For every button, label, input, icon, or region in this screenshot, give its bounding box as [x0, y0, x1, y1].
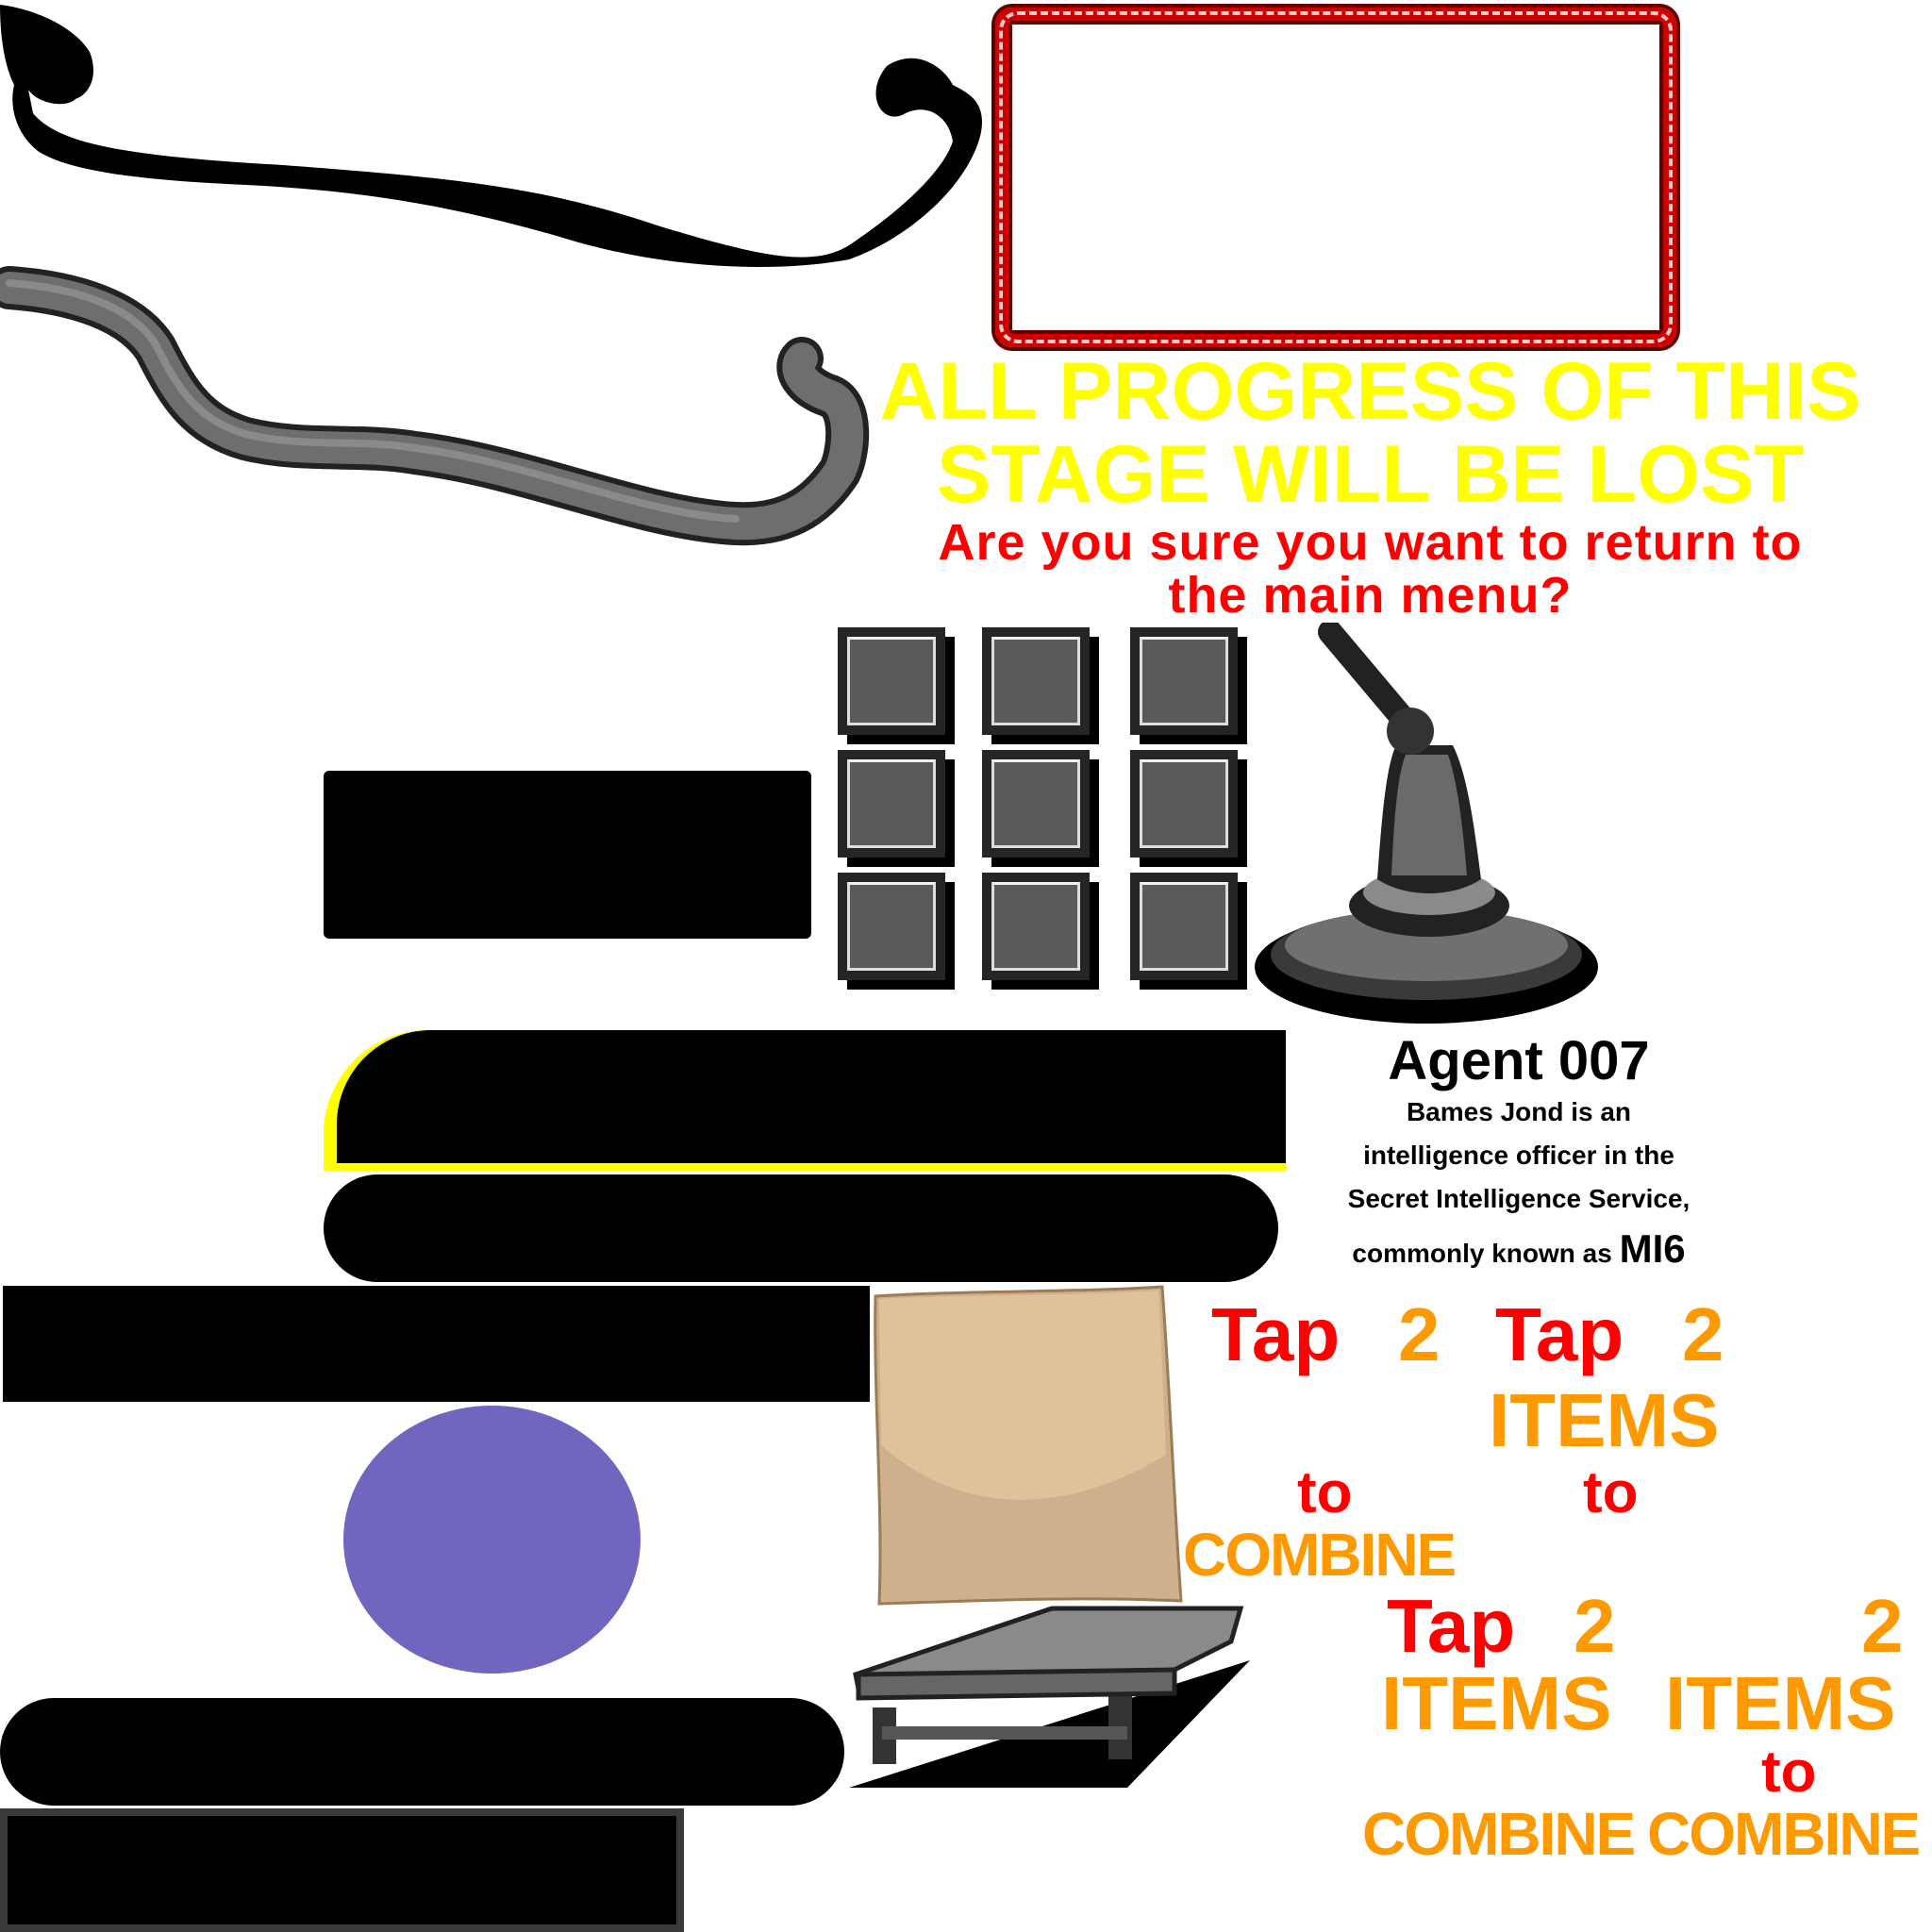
black-pill-bar-bottom: [0, 1698, 844, 1806]
question-line-2: the main menu?: [1168, 567, 1573, 624]
black-tail-sprite: [0, 5, 982, 267]
grid-tile[interactable]: [1130, 750, 1238, 858]
paper-note-sprite: [874, 1285, 1183, 1606]
agent-bio-mi6: MI6: [1619, 1226, 1686, 1271]
black-pill-bar: [324, 1174, 1278, 1282]
hint-combine: COMBINE: [1183, 1521, 1457, 1589]
hint-two: 2: [1398, 1292, 1441, 1376]
agent-title: Agent 007: [1388, 1030, 1650, 1091]
warning-line-2: STAGE WILL BE LOST: [937, 429, 1804, 520]
grid-tile[interactable]: [838, 873, 945, 980]
grid-tile[interactable]: [1130, 873, 1238, 980]
hint-two: 2: [1682, 1292, 1724, 1376]
grid-tile[interactable]: [982, 750, 1090, 858]
grid-tile[interactable]: [838, 627, 945, 735]
grey-tail-sprite: [0, 266, 870, 546]
hint-two: 2: [1574, 1584, 1616, 1668]
joystick-sprite: [1255, 623, 1598, 1024]
hint-items: ITEMS: [1665, 1661, 1896, 1745]
black-bar: [3, 1286, 870, 1402]
black-banner-yellow-edge: [324, 1030, 1286, 1171]
agent-bio-line: commonly known as: [1352, 1239, 1612, 1268]
grid-tile[interactable]: [982, 627, 1090, 735]
agent-bio-line: Secret Intelligence Service,: [1347, 1184, 1690, 1213]
hint-two: 2: [1861, 1584, 1904, 1668]
hint-combine: COMBINE: [1362, 1800, 1636, 1868]
agent-bio-line: intelligence officer in the: [1363, 1141, 1674, 1170]
hint-to: to: [1583, 1460, 1639, 1525]
purple-circle: [343, 1406, 641, 1674]
warning-line-1: ALL PROGRESS OF THIS: [879, 346, 1861, 437]
black-panel: [324, 771, 811, 939]
grid-tile[interactable]: [982, 873, 1090, 980]
grid-tile[interactable]: [1130, 627, 1238, 735]
grid-tile[interactable]: [838, 750, 945, 858]
hint-tap: Tap: [1495, 1292, 1624, 1376]
black-box-grey-border: [0, 1808, 684, 1932]
table-platform-sprite: [849, 1606, 1250, 1788]
hint-items: ITEMS: [1489, 1378, 1720, 1462]
hint-combine: COMBINE: [1647, 1800, 1921, 1868]
question-line-1: Are you sure you want to return to: [938, 514, 1803, 571]
agent-bio-line-last: commonly known as MI6: [1292, 1229, 1745, 1269]
hint-tap: Tap: [1211, 1292, 1341, 1376]
hint-to: to: [1761, 1740, 1817, 1805]
red-rope-frame: [995, 8, 1676, 347]
agent-bio-line: Bames Jond is an: [1406, 1097, 1632, 1126]
hint-to: to: [1297, 1460, 1353, 1525]
hint-tap: Tap: [1387, 1584, 1516, 1668]
hint-items: ITEMS: [1381, 1661, 1612, 1745]
